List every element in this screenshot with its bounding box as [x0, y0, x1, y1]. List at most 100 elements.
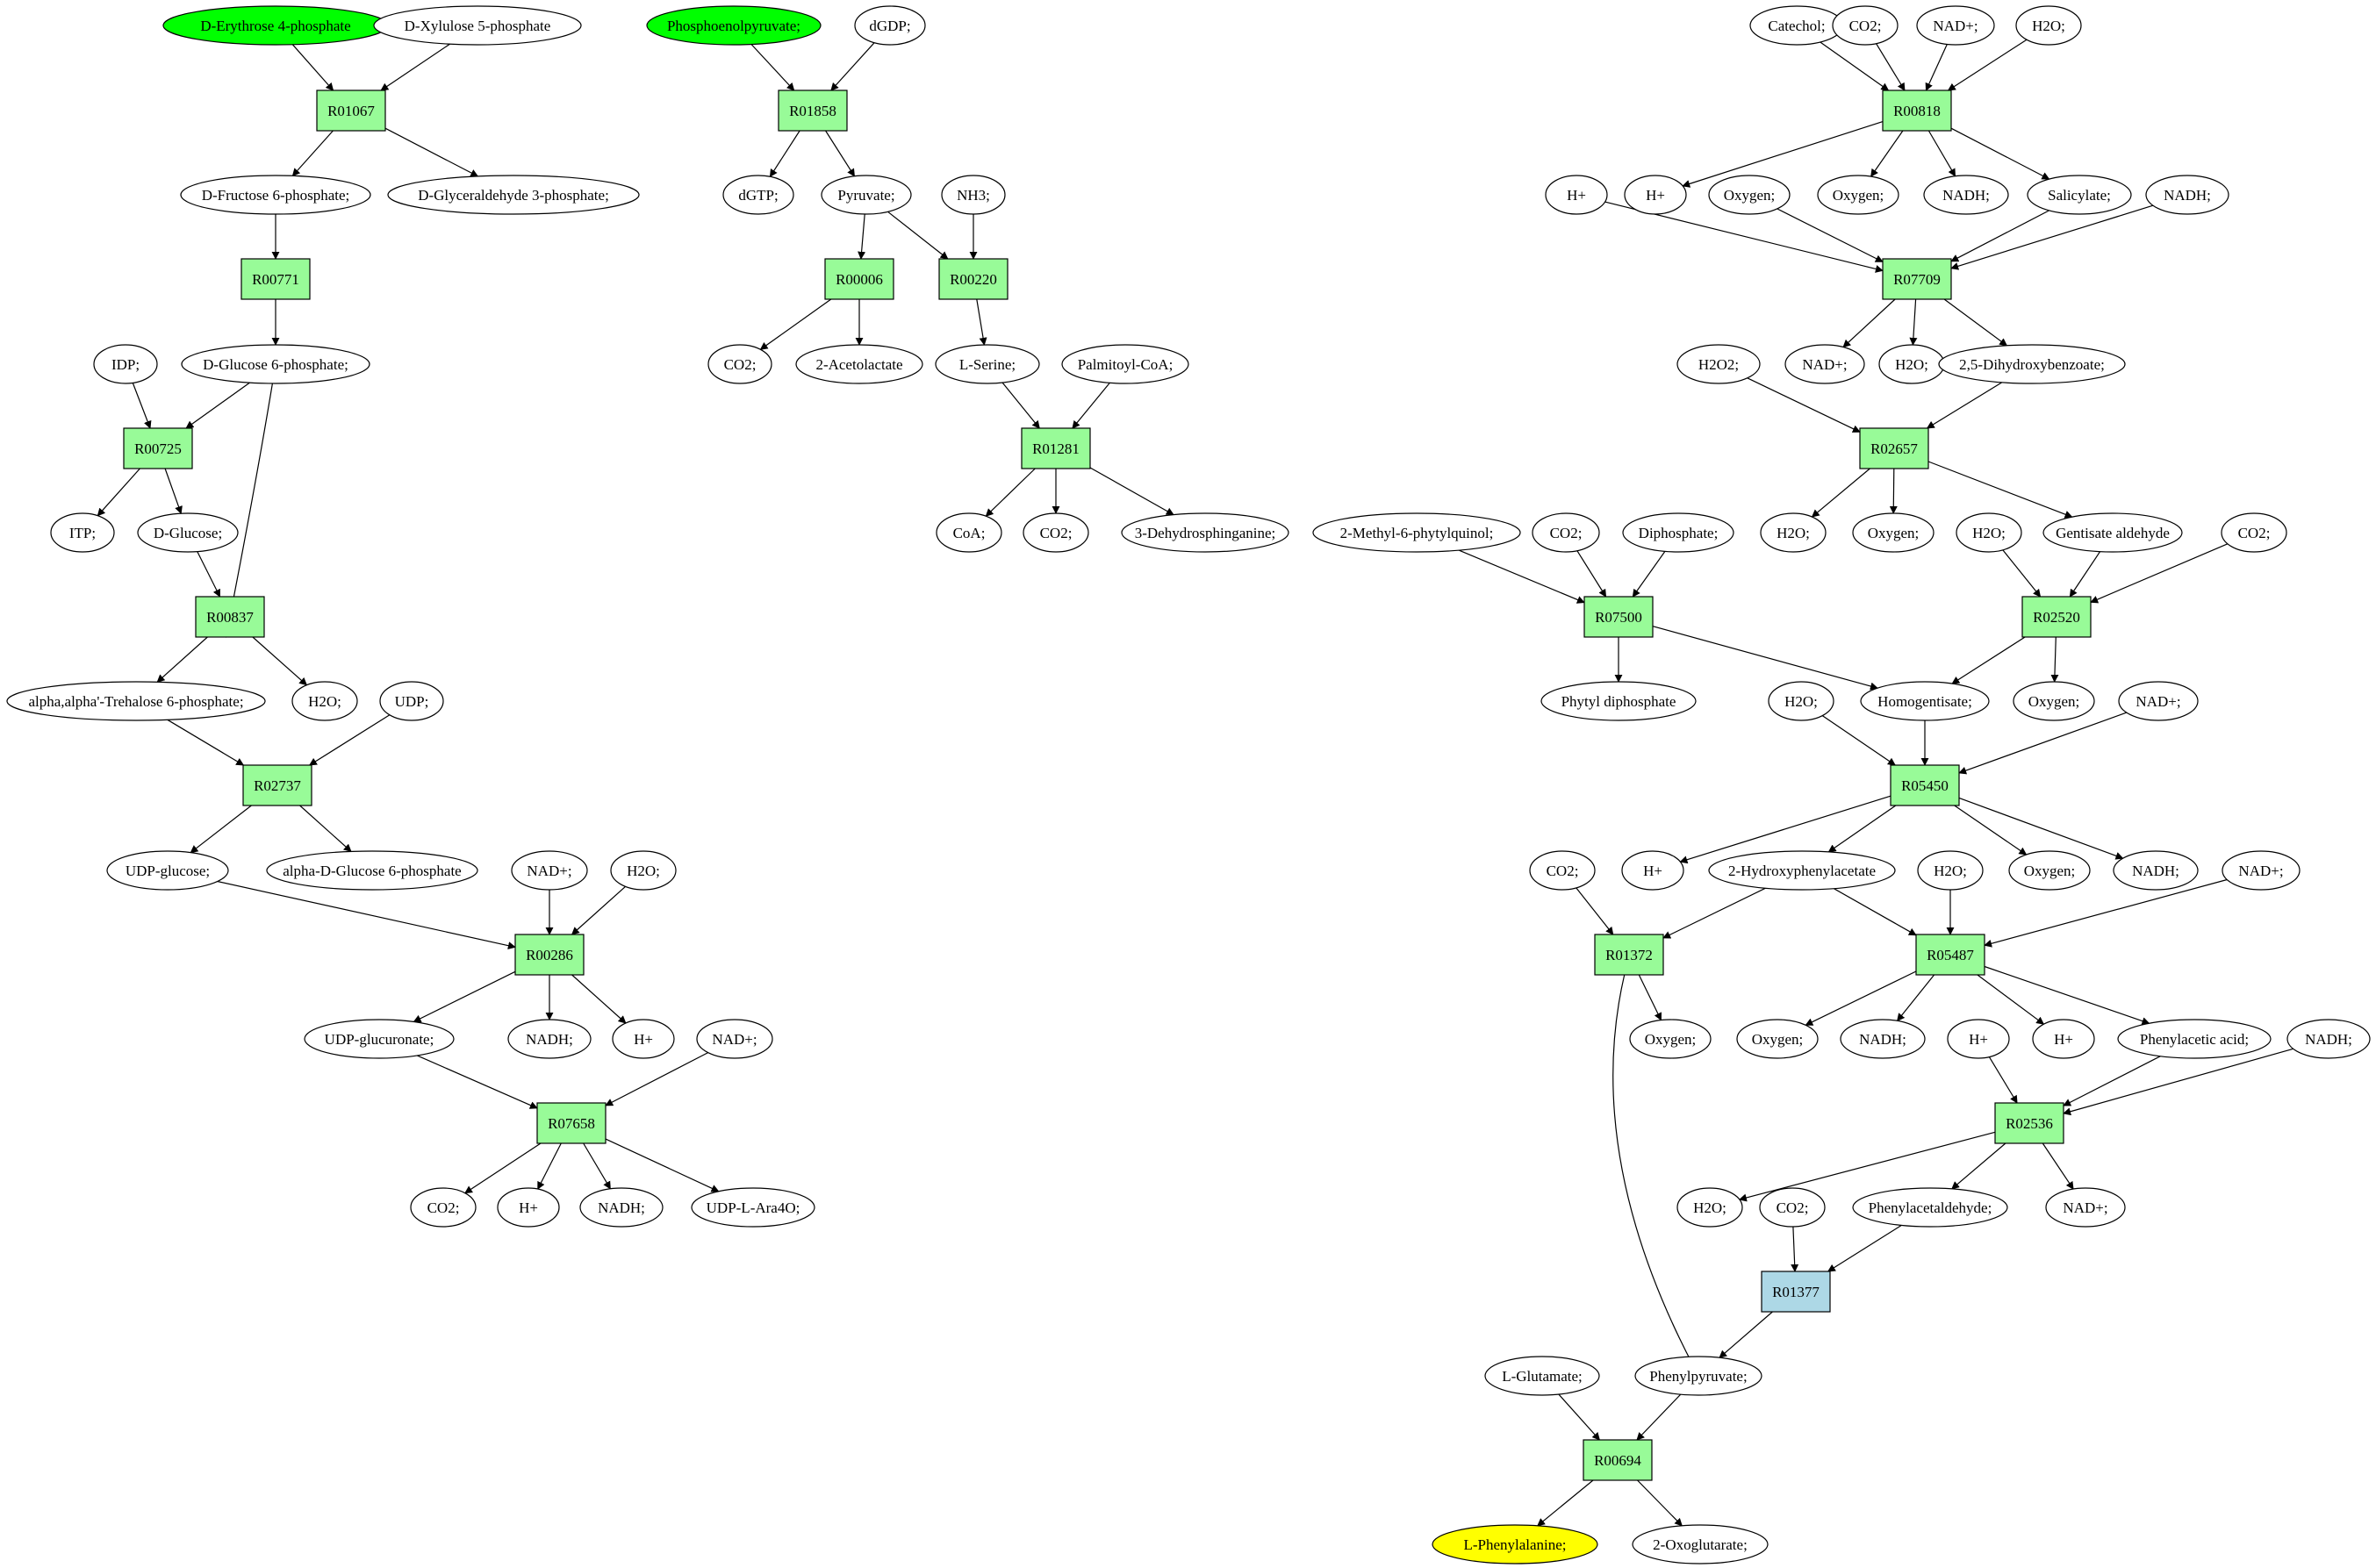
- metabolite-node[interactable]: NADH;: [2145, 175, 2229, 215]
- metabolite-node[interactable]: NAD+;: [2222, 850, 2301, 891]
- metabolite-node[interactable]: H+: [2032, 1019, 2095, 1059]
- metabolite-node[interactable]: CO2;: [1529, 850, 1596, 891]
- metabolite-node[interactable]: 2,5-Dihydroxybenzoate;: [1938, 344, 2126, 384]
- metabolite-node[interactable]: 2-Acetolactate: [795, 344, 923, 384]
- metabolite-node[interactable]: Oxygen;: [1629, 1019, 1712, 1059]
- metabolite-node[interactable]: D-Erythrose 4-phosphate: [162, 5, 389, 46]
- metabolite-node[interactable]: NADH;: [2113, 850, 2199, 891]
- metabolite-node[interactable]: D-Xylulose 5-phosphate: [373, 5, 582, 46]
- metabolite-node[interactable]: NADH;: [2286, 1019, 2371, 1059]
- metabolite-node[interactable]: H+: [497, 1187, 560, 1228]
- metabolite-node[interactable]: ITP;: [50, 512, 115, 553]
- metabolite-node[interactable]: NAD+;: [511, 850, 588, 891]
- reaction-node[interactable]: R00818: [1882, 89, 1952, 132]
- metabolite-node[interactable]: CO2;: [410, 1187, 477, 1228]
- metabolite-node[interactable]: H2O;: [1760, 512, 1827, 553]
- metabolite-node[interactable]: Salicylate;: [2027, 175, 2132, 215]
- metabolite-node[interactable]: L-Phenylalanine;: [1432, 1524, 1598, 1564]
- metabolite-node[interactable]: CoA;: [936, 512, 1002, 553]
- metabolite-node[interactable]: H2O;: [1768, 681, 1834, 721]
- metabolite-node[interactable]: 3-Dehydrosphinganine;: [1121, 512, 1289, 553]
- metabolite-node[interactable]: Homogentisate;: [1860, 681, 1990, 721]
- metabolite-node[interactable]: NADH;: [1840, 1019, 1926, 1059]
- metabolite-node[interactable]: dGDP;: [854, 5, 926, 46]
- metabolite-node[interactable]: NAD+;: [1784, 344, 1865, 384]
- metabolite-node[interactable]: Phenylpyruvate;: [1634, 1356, 1762, 1396]
- metabolite-node[interactable]: IDP;: [93, 344, 158, 384]
- metabolite-node[interactable]: NADH;: [1923, 175, 2009, 215]
- reaction-node[interactable]: R00006: [824, 258, 894, 300]
- metabolite-node[interactable]: alpha-D-Glucose 6-phosphate: [266, 850, 478, 891]
- metabolite-node[interactable]: NAD+;: [1916, 5, 1995, 46]
- reaction-node[interactable]: R00694: [1583, 1439, 1653, 1481]
- reaction-node[interactable]: R01281: [1021, 427, 1091, 469]
- reaction-node[interactable]: R01372: [1594, 934, 1664, 976]
- metabolite-node[interactable]: H+: [1624, 175, 1687, 215]
- metabolite-node[interactable]: CO2;: [1023, 512, 1089, 553]
- metabolite-node[interactable]: Phenylacetaldehyde;: [1852, 1187, 2008, 1228]
- metabolite-node[interactable]: CO2;: [1832, 5, 1899, 46]
- metabolite-node[interactable]: H2O2;: [1676, 344, 1761, 384]
- metabolite-node[interactable]: H2O;: [610, 850, 677, 891]
- metabolite-node[interactable]: Diphosphate;: [1622, 512, 1734, 553]
- metabolite-node[interactable]: H2O;: [1917, 850, 1984, 891]
- reaction-node[interactable]: R01067: [316, 89, 386, 132]
- metabolite-node[interactable]: Oxygen;: [2013, 681, 2095, 721]
- reaction-node[interactable]: R00725: [123, 427, 193, 469]
- metabolite-node[interactable]: CO2;: [2221, 512, 2287, 553]
- reaction-node[interactable]: R02536: [1994, 1102, 2064, 1144]
- metabolite-node[interactable]: Catechol;: [1749, 5, 1844, 46]
- reaction-node[interactable]: R00837: [195, 596, 265, 638]
- metabolite-node[interactable]: H2O;: [291, 681, 358, 721]
- metabolite-node[interactable]: D-Glucose 6-phosphate;: [181, 344, 370, 384]
- metabolite-node[interactable]: UDP-glucose;: [106, 850, 229, 891]
- metabolite-node[interactable]: alpha,alpha'-Trehalose 6-phosphate;: [6, 681, 266, 721]
- metabolite-node[interactable]: H+: [1621, 850, 1684, 891]
- metabolite-node[interactable]: Pyruvate;: [821, 175, 912, 215]
- metabolite-node[interactable]: H2O;: [1878, 344, 1945, 384]
- metabolite-node[interactable]: Phytyl diphosphate: [1540, 681, 1697, 721]
- reaction-node[interactable]: R01377: [1761, 1271, 1831, 1313]
- metabolite-node[interactable]: NH3;: [941, 175, 1006, 215]
- metabolite-node[interactable]: UDP-glucuronate;: [304, 1019, 455, 1059]
- reaction-node[interactable]: R07658: [536, 1102, 607, 1144]
- metabolite-node[interactable]: Oxygen;: [1852, 512, 1935, 553]
- metabolite-node[interactable]: L-Serine;: [935, 344, 1040, 384]
- metabolite-node[interactable]: H2O;: [2015, 5, 2082, 46]
- reaction-node[interactable]: R00286: [514, 934, 585, 976]
- metabolite-node[interactable]: D-Glucose;: [137, 512, 239, 553]
- metabolite-node[interactable]: 2-Hydroxyphenylacetate: [1708, 850, 1896, 891]
- metabolite-node[interactable]: NAD+;: [696, 1019, 773, 1059]
- metabolite-node[interactable]: 2-Oxoglutarate;: [1632, 1524, 1769, 1564]
- reaction-node[interactable]: R00771: [240, 258, 311, 300]
- metabolite-node[interactable]: H+: [1545, 175, 1608, 215]
- metabolite-node[interactable]: Oxygen;: [1708, 175, 1791, 215]
- reaction-node[interactable]: R07500: [1583, 596, 1654, 638]
- reaction-node[interactable]: R05450: [1890, 764, 1960, 806]
- metabolite-node[interactable]: 2-Methyl-6-phytylquinol;: [1312, 512, 1521, 553]
- metabolite-node[interactable]: H2O;: [1956, 512, 2022, 553]
- metabolite-node[interactable]: Phosphoenolpyruvate;: [646, 5, 822, 46]
- metabolite-node[interactable]: NADH;: [579, 1187, 664, 1228]
- metabolite-node[interactable]: Phenylacetic acid;: [2117, 1019, 2272, 1059]
- metabolite-node[interactable]: NADH;: [507, 1019, 592, 1059]
- reaction-node[interactable]: R01858: [778, 89, 848, 132]
- metabolite-node[interactable]: CO2;: [1759, 1187, 1826, 1228]
- metabolite-node[interactable]: H2O;: [1676, 1187, 1743, 1228]
- metabolite-node[interactable]: NAD+;: [2045, 1187, 2126, 1228]
- metabolite-node[interactable]: NAD+;: [2118, 681, 2199, 721]
- reaction-node[interactable]: R02520: [2021, 596, 2092, 638]
- metabolite-node[interactable]: Gentisate aldehyde: [2042, 512, 2183, 553]
- reaction-node[interactable]: R02737: [242, 764, 312, 806]
- reaction-node[interactable]: R02657: [1859, 427, 1929, 469]
- metabolite-node[interactable]: D-Glyceraldehyde 3-phosphate;: [387, 175, 640, 215]
- metabolite-node[interactable]: UDP;: [379, 681, 444, 721]
- metabolite-node[interactable]: Oxygen;: [1817, 175, 1899, 215]
- metabolite-node[interactable]: dGTP;: [722, 175, 794, 215]
- reaction-node[interactable]: R00220: [938, 258, 1009, 300]
- metabolite-node[interactable]: UDP-L-Ara4O;: [691, 1187, 815, 1228]
- metabolite-node[interactable]: H+: [1947, 1019, 2010, 1059]
- reaction-node[interactable]: R07709: [1882, 258, 1952, 300]
- metabolite-node[interactable]: Oxygen;: [1736, 1019, 1819, 1059]
- metabolite-node[interactable]: Palmitoyl-CoA;: [1061, 344, 1189, 384]
